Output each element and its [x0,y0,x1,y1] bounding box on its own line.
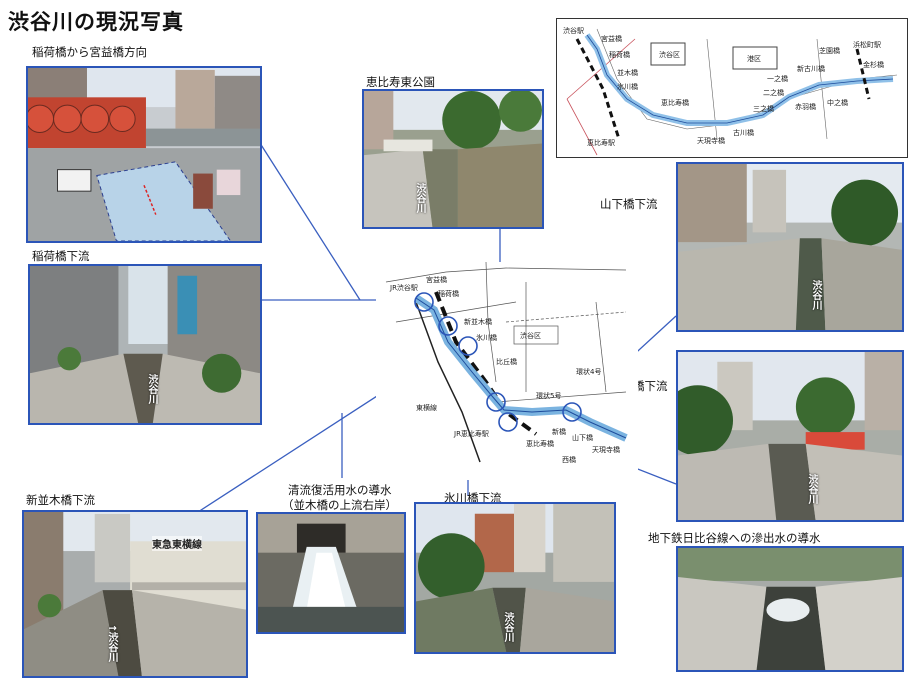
map-label: 古川橋 [733,128,754,137]
map-label: 並木橋 [617,68,638,77]
map-label: 稲荷橋 [438,289,459,298]
photo-caption: 恵比寿東公園 [366,75,435,89]
map-label: JR渋谷駅 [389,283,418,292]
map-label: 一之橋 [767,74,788,83]
map-label: 宮益橋 [426,275,447,284]
map-label: 新橋 [552,427,566,436]
photo-inari-downstream: 渋谷川 [28,264,262,425]
map-label: 氷川橋 [617,82,638,91]
photo-subway-seepage [676,546,904,672]
map-label: 渋谷駅 [563,26,584,35]
map-label: 西橋 [562,455,576,464]
photo-caption-sub: （並木橋の上流右岸） [282,498,397,512]
map-label: 天現寺橋 [592,445,620,454]
map-label: 氷川橋 [476,333,497,342]
map-label: 環状5号 [536,391,561,400]
map-label: 宮益橋 [601,34,622,43]
map-label: 新古川橋 [797,64,825,73]
photo-water-outflow [256,512,406,634]
map-label: 環状4号 [576,367,601,376]
map-label: 金杉橋 [863,60,884,69]
map-label: 三之橋 [753,104,774,113]
map-label: 渋谷区 [520,331,541,340]
map-label: 新並木橋 [464,317,492,326]
photo-caption: 氷川橋下流 [444,491,502,505]
photo-shibuya-bridge-downstream: 渋谷川 [676,350,904,522]
river-label: 渋谷川 [806,474,817,504]
map-label: 赤羽橋 [795,102,816,111]
river-label: 渋谷川 [146,374,157,404]
map-label: 天現寺橋 [697,136,725,145]
map-label: 二之橋 [763,88,784,97]
overview-map: 渋谷区 港区 宮益橋 稲荷橋 並木橋 氷川橋 恵比寿橋 一之橋 二之橋 三之橋 … [556,18,908,158]
map-label: 恵比寿橋 [526,439,554,448]
map-label: 芝園橋 [819,46,840,55]
map-label: 恵比寿駅 [587,138,615,147]
photo-ebisu-east-park: 渋谷川 [362,89,544,229]
photo-caption: 地下鉄日比谷線への滲出水の導水 [648,531,821,545]
river-label: 渋谷川 [414,183,425,213]
photo-yamashita-downstream: 渋谷川 [676,162,904,332]
map-label: JR恵比寿駅 [453,429,489,438]
rail-line-tag: 東急東横線 [152,536,202,551]
photo-hikawa-downstream: 渋谷川 [414,502,616,654]
map-label: 港区 [747,54,761,63]
center-route-map: JR渋谷駅 宮益橋 稲荷橋 新並木橋 氷川橋 比丘橋 渋谷区 環状4号 環状5号… [376,262,638,480]
map-label: 山下橋 [572,433,593,442]
map-label: 中之橋 [827,98,848,107]
river-label: ↑渋谷川 [106,624,117,663]
river-label: 渋谷川 [502,612,513,642]
map-label: 浜松町駅 [853,40,881,49]
photo-caption: 稲荷橋から宮益橋方向 [32,45,147,59]
map-label: 渋谷区 [659,50,680,59]
map-label: 東横線 [416,403,437,412]
photo-caption: 山下橋下流 [600,197,658,211]
photo-inari-to-miyamasu [26,66,262,243]
map-label: 恵比寿橋 [661,98,689,107]
photo-caption: 清流復活用水の導水 [288,483,392,497]
photo-shinnamiki-downstream: 東急東横線 ↑渋谷川 [22,510,248,678]
connector-line [257,139,361,301]
map-label: 比丘橋 [496,357,517,366]
photo-caption: 稲荷橋下流 [32,249,90,263]
page-title: 渋谷川の現況写真 [8,10,184,34]
map-label: 稲荷橋 [609,50,630,59]
river-label: 渋谷川 [810,280,821,310]
photo-caption: 新並木橋下流 [26,493,95,507]
